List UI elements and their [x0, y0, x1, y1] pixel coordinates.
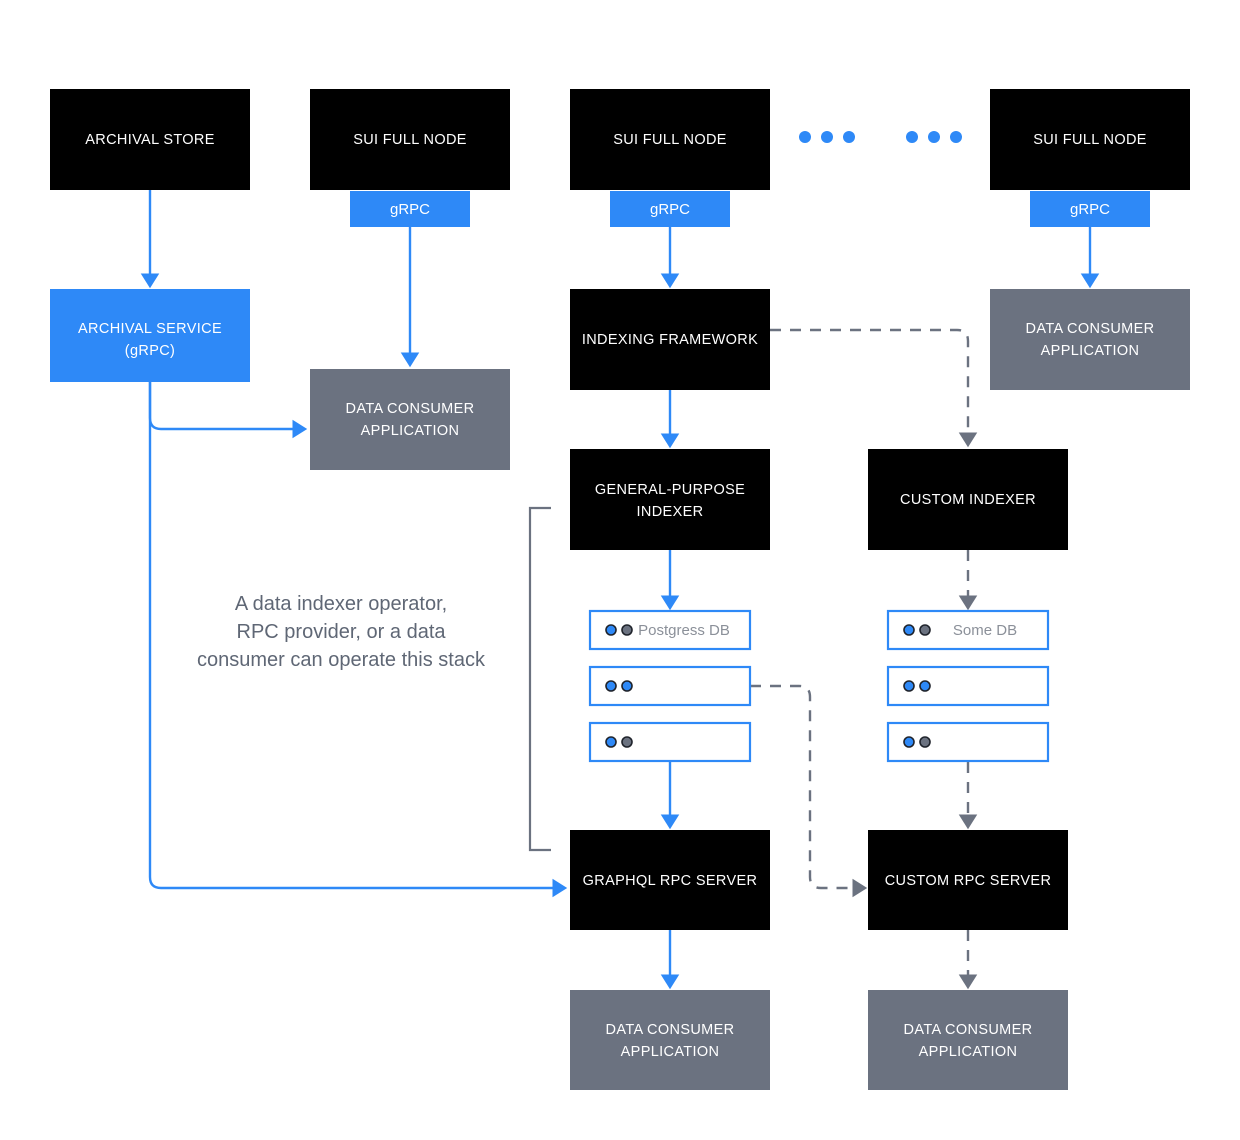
db-box-middle-row2[interactable] [588, 665, 752, 707]
node-data-consumer-app-right-top-label-line1: DATA CONSUMER [1026, 321, 1155, 337]
grpc-badge-3[interactable]: gRPC [1030, 191, 1150, 227]
node-custom-rpc-server-label: CUSTOM RPC SERVER [885, 873, 1052, 889]
grpc-badge-2-label: gRPC [650, 201, 690, 218]
node-archival-service-label-line2: (gRPC) [125, 343, 175, 359]
db-status-dot [621, 736, 633, 748]
operator-annotation-line2: RPC provider, or a data [237, 621, 447, 643]
node-data-consumer-app-bottom-mid-label-line2: APPLICATION [621, 1044, 720, 1060]
node-data-consumer-app-bottom-right[interactable]: DATA CONSUMER APPLICATION [868, 990, 1068, 1090]
node-archival-service[interactable]: ARCHIVAL SERVICE (gRPC) [50, 289, 250, 382]
ellipsis-dot [821, 131, 833, 143]
db-box-some-db-label: Some DB [953, 622, 1017, 639]
db-box-postgress-label: Postgress DB [638, 622, 730, 639]
connector-archival-service-to-graphql-rpc [148, 382, 568, 898]
ellipsis-right [906, 131, 962, 143]
db-status-dot [903, 624, 915, 636]
connector-middle-db-to-custom-rpc [750, 684, 868, 898]
node-archival-store-label: ARCHIVAL STORE [85, 132, 215, 148]
ellipsis-dot [928, 131, 940, 143]
ellipsis-dot [843, 131, 855, 143]
node-data-consumer-app-left-label-line2: APPLICATION [361, 423, 460, 439]
operator-annotation-line1: A data indexer operator, [235, 593, 447, 615]
operator-annotation: A data indexer operator, RPC provider, o… [197, 593, 486, 671]
grpc-badge-1[interactable]: gRPC [350, 191, 470, 227]
node-data-consumer-app-bottom-right-label-line1: DATA CONSUMER [904, 1022, 1033, 1038]
node-custom-rpc-server[interactable]: CUSTOM RPC SERVER [868, 830, 1068, 930]
db-status-dot [903, 680, 915, 692]
grpc-badge-2[interactable]: gRPC [610, 191, 730, 227]
ellipsis-dot [799, 131, 811, 143]
ellipsis-dot [950, 131, 962, 143]
node-sui-full-node-2[interactable]: SUI FULL NODE [570, 89, 770, 190]
db-status-dot [919, 736, 931, 748]
node-graphql-rpc-server-label: GRAPHQL RPC SERVER [583, 873, 758, 889]
db-box-middle-row3[interactable] [588, 721, 752, 763]
node-general-purpose-indexer-label-line1: GENERAL-PURPOSE [595, 482, 745, 498]
node-sui-full-node-1[interactable]: SUI FULL NODE [310, 89, 510, 190]
operator-annotation-line3: consumer can operate this stack [197, 649, 486, 671]
db-status-dot [919, 680, 931, 692]
grpc-badge-3-label: gRPC [1070, 201, 1110, 218]
node-data-consumer-app-bottom-right-label-line2: APPLICATION [919, 1044, 1018, 1060]
connector-layer [140, 190, 1100, 990]
db-box-postgress[interactable]: Postgress DB [588, 609, 752, 651]
db-status-dot [605, 736, 617, 748]
db-status-dot [621, 624, 633, 636]
node-general-purpose-indexer-label-line2: INDEXER [637, 504, 704, 520]
db-status-dot [605, 680, 617, 692]
node-general-purpose-indexer[interactable]: GENERAL-PURPOSE INDEXER [570, 449, 770, 550]
node-data-consumer-app-right-top[interactable]: DATA CONSUMER APPLICATION [990, 289, 1190, 390]
db-box-right-row3[interactable] [886, 721, 1050, 763]
db-status-dot [621, 680, 633, 692]
connector-archival-service-to-consumer-app [148, 382, 308, 439]
connector-indexing-framework-to-custom-indexer [770, 328, 978, 448]
node-sui-full-node-3-label: SUI FULL NODE [1033, 132, 1147, 148]
db-status-dot [903, 736, 915, 748]
node-custom-indexer-label: CUSTOM INDEXER [900, 492, 1036, 508]
node-sui-full-node-3[interactable]: SUI FULL NODE [990, 89, 1190, 190]
node-data-consumer-app-bottom-mid[interactable]: DATA CONSUMER APPLICATION [570, 990, 770, 1090]
db-status-dot [919, 624, 931, 636]
node-data-consumer-app-left-label-line1: DATA CONSUMER [346, 401, 475, 417]
node-indexing-framework-label: INDEXING FRAMEWORK [582, 332, 758, 348]
node-sui-full-node-1-label: SUI FULL NODE [353, 132, 467, 148]
node-custom-indexer[interactable]: CUSTOM INDEXER [868, 449, 1068, 550]
db-status-dot [605, 624, 617, 636]
ellipsis-dot [906, 131, 918, 143]
db-box-some-db[interactable]: Some DB [886, 609, 1050, 651]
node-archival-service-label-line1: ARCHIVAL SERVICE [78, 321, 222, 337]
node-graphql-rpc-server[interactable]: GRAPHQL RPC SERVER [570, 830, 770, 930]
ellipsis-left [799, 131, 855, 143]
node-archival-store[interactable]: ARCHIVAL STORE [50, 89, 250, 190]
node-sui-full-node-2-label: SUI FULL NODE [613, 132, 727, 148]
db-box-right-row2[interactable] [886, 665, 1050, 707]
grpc-badge-1-label: gRPC [390, 201, 430, 218]
node-data-consumer-app-left[interactable]: DATA CONSUMER APPLICATION [310, 369, 510, 470]
node-data-consumer-app-right-top-label-line2: APPLICATION [1041, 343, 1140, 359]
operator-scope-bracket [528, 506, 551, 852]
node-indexing-framework[interactable]: INDEXING FRAMEWORK [570, 289, 770, 390]
node-data-consumer-app-bottom-mid-label-line1: DATA CONSUMER [606, 1022, 735, 1038]
